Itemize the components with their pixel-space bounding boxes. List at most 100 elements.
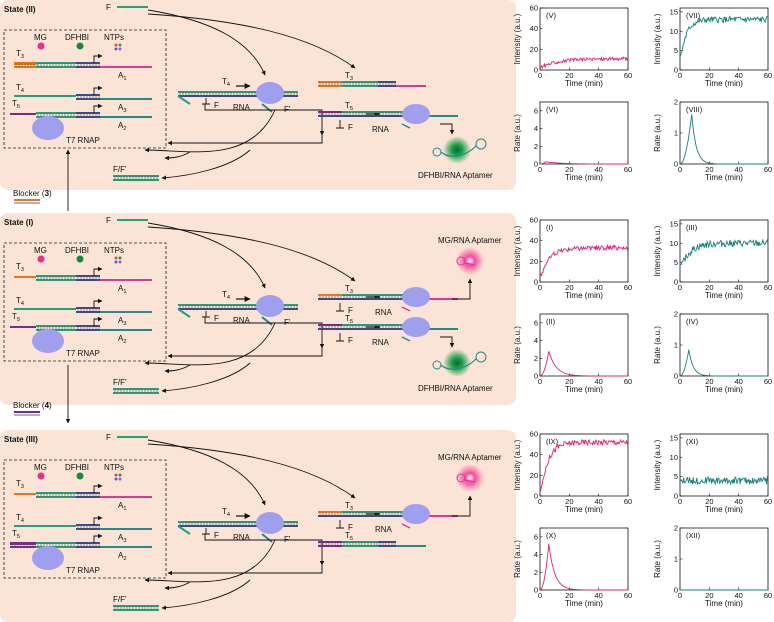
t3-duplex bbox=[36, 275, 76, 281]
a3-label: A3 bbox=[118, 103, 126, 114]
t4-tail bbox=[177, 525, 191, 535]
label-base: T bbox=[345, 71, 350, 80]
y-tick-label: 10 bbox=[670, 239, 678, 248]
panel-label: (II) bbox=[546, 317, 556, 326]
x-tick-label: 60 bbox=[764, 591, 772, 600]
label-subscript: 4 bbox=[21, 518, 24, 524]
t3-right-label: T3 bbox=[345, 284, 353, 295]
t3-rnap bbox=[402, 504, 430, 524]
y-axis-label: Intensity (a.u.) bbox=[653, 13, 662, 64]
mg-label: MG bbox=[34, 33, 47, 42]
dfhbi-label: DFHBI bbox=[65, 246, 89, 255]
t7-rnap-label: T7 RNAP bbox=[66, 136, 100, 145]
label-subscript: 3 bbox=[123, 108, 126, 114]
plot-frame bbox=[679, 433, 769, 497]
t5-right-blocked bbox=[318, 541, 342, 547]
x-tick-label: 0 bbox=[678, 165, 682, 174]
panel-label: (IV) bbox=[686, 317, 699, 326]
label-base: A bbox=[118, 501, 124, 510]
f-to-t4-arrow bbox=[147, 9, 266, 76]
x-tick-label: 20 bbox=[565, 71, 573, 80]
x-tick-label: 60 bbox=[764, 497, 772, 506]
label-subscript: 5 bbox=[17, 534, 20, 540]
ntps-label: NTPs bbox=[104, 33, 124, 42]
y-tick-label: 1 bbox=[674, 129, 678, 138]
y-tick-label: 15 bbox=[670, 219, 678, 228]
f-label: F bbox=[106, 3, 111, 12]
mg-aptamer-stem bbox=[464, 262, 476, 266]
state-title: State (I) bbox=[4, 218, 34, 227]
x-tick-label: 40 bbox=[594, 377, 602, 386]
dfhbi-dot bbox=[76, 255, 84, 263]
rna-label: RNA bbox=[233, 316, 251, 325]
x-axis-label: Time (min) bbox=[705, 599, 743, 608]
x-tick-label: 20 bbox=[705, 283, 713, 292]
mg-dot bbox=[37, 255, 45, 263]
a1-label: A1 bbox=[118, 284, 126, 295]
ffp-duplex bbox=[113, 605, 159, 611]
mg-aptamer-label: MG/RNA Aptamer bbox=[438, 453, 502, 462]
mg-dot bbox=[37, 472, 45, 480]
label-subscript: 4 bbox=[21, 301, 24, 307]
label-base: T bbox=[12, 99, 17, 108]
plot-frame bbox=[539, 219, 629, 283]
x-axis-label: Time (min) bbox=[705, 79, 743, 88]
label-subscript: 1 bbox=[123, 76, 126, 82]
x-tick-label: 60 bbox=[624, 283, 632, 292]
t3-blocked bbox=[14, 62, 38, 68]
t3-promoter bbox=[76, 492, 100, 498]
ff-cycle-arrow bbox=[144, 322, 276, 366]
t3-rna-out bbox=[401, 523, 411, 529]
f-to-t3-arrow bbox=[147, 226, 356, 282]
label-base: A bbox=[118, 334, 124, 343]
label-base: T bbox=[222, 507, 227, 516]
complex-rnap bbox=[256, 295, 284, 317]
data-line bbox=[679, 15, 769, 57]
t3-terminator bbox=[336, 520, 344, 529]
t5-promoter-arrow bbox=[93, 316, 103, 326]
rna-out bbox=[261, 533, 273, 543]
y-tick-label: 20 bbox=[530, 471, 538, 480]
loop-path bbox=[204, 317, 325, 349]
y-tick-label: 60 bbox=[530, 430, 538, 439]
ntp-dot bbox=[114, 477, 118, 481]
t5-f-label: F bbox=[348, 336, 353, 345]
data-line bbox=[539, 55, 629, 70]
y-tick-label: 0 bbox=[674, 66, 678, 75]
label-subscript: 2 bbox=[123, 126, 126, 132]
x-tick-label: 60 bbox=[624, 497, 632, 506]
t5-right-promoter bbox=[378, 541, 396, 547]
y-tick-label: 40 bbox=[530, 24, 538, 33]
label-subscript: 3 bbox=[21, 484, 24, 490]
t5-rnap bbox=[402, 104, 430, 124]
plot-frame bbox=[539, 433, 629, 497]
data-line bbox=[679, 475, 769, 486]
mg-glow bbox=[456, 247, 484, 275]
data-line bbox=[539, 543, 628, 591]
loop-path bbox=[204, 534, 325, 566]
t4-label: T4 bbox=[16, 83, 24, 94]
a2-label: A2 bbox=[118, 551, 126, 562]
label-subscript: 5 bbox=[350, 106, 353, 112]
label-base: A bbox=[118, 121, 124, 130]
t3-f-label: F bbox=[348, 306, 353, 315]
y-tick-label: 0 bbox=[674, 278, 678, 287]
y-tick-label: 5 bbox=[674, 258, 678, 267]
a3-label: A3 bbox=[118, 533, 126, 544]
x-axis-label: Time (min) bbox=[705, 291, 743, 300]
complex-rnap bbox=[256, 82, 284, 104]
label-subscript: 4 bbox=[227, 82, 230, 88]
x-tick-label: 0 bbox=[538, 71, 542, 80]
ffp-arrow bbox=[161, 149, 251, 180]
to-dfhbi-aptamer-arrow bbox=[440, 123, 455, 135]
data-line bbox=[539, 243, 629, 277]
t3-label: T3 bbox=[16, 479, 24, 490]
ffp-label: F/F' bbox=[113, 165, 127, 174]
label-subscript: 2 bbox=[123, 556, 126, 562]
to-mg-aptamer-arrow bbox=[452, 495, 473, 517]
dfhbi-label: DFHBI bbox=[65, 463, 89, 472]
